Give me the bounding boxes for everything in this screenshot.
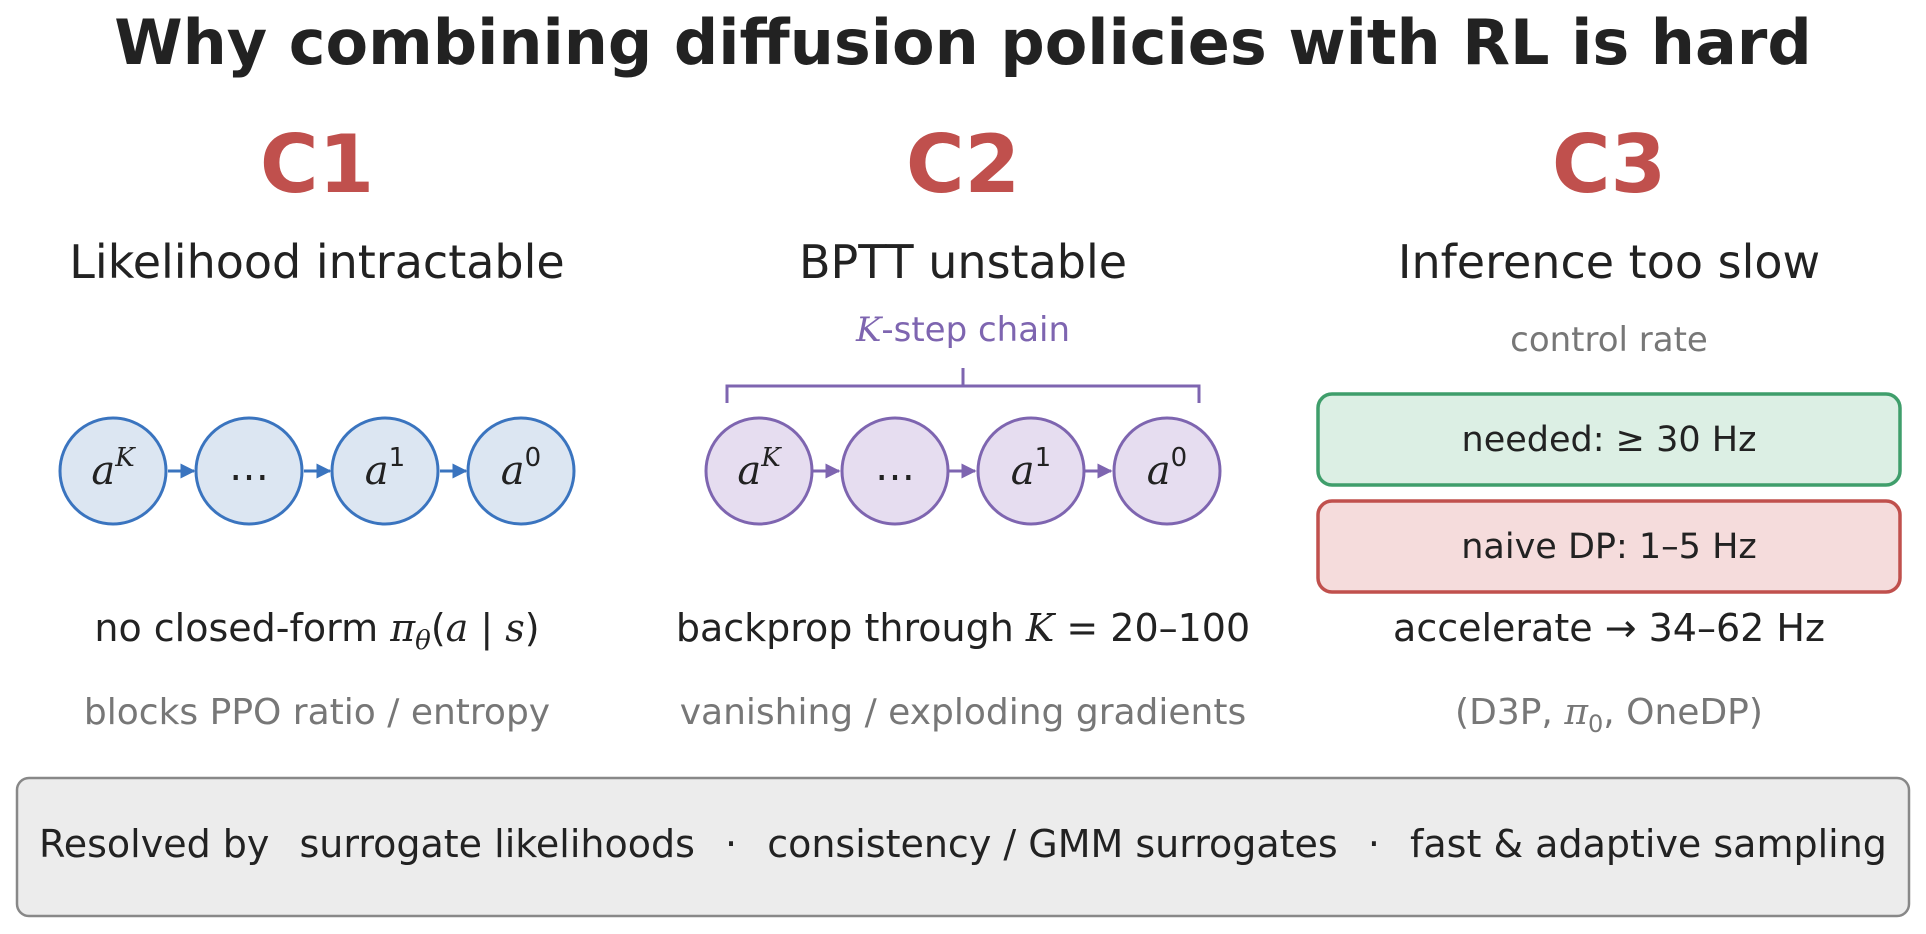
- chain-node: [840, 416, 950, 526]
- resolution-banner: Resolved by surrogate likelihoods · cons…: [15, 776, 1911, 918]
- banner-text: Resolved by surrogate likelihoods · cons…: [39, 822, 1887, 866]
- column-c3: C3 Inference too slow control rate neede…: [1316, 118, 1902, 738]
- node-label-a1: a1: [1011, 443, 1051, 494]
- challenge-code-c3: C3: [1552, 118, 1666, 211]
- node-label-a0: a0: [501, 443, 541, 494]
- statement-c3: accelerate → 34–62 Hz: [1393, 606, 1825, 650]
- challenge-code-c1: C1: [260, 118, 374, 211]
- banner-item-surrogate-likelihoods: surrogate likelihoods: [300, 822, 695, 866]
- node-label-a1: a1: [365, 443, 405, 494]
- statement-c1: no closed-form πθ(a | s): [94, 606, 539, 656]
- chain-node: [58, 416, 168, 526]
- needed-rate-label: needed: ≥ 30 Hz: [1462, 420, 1757, 460]
- chain-node: [704, 416, 814, 526]
- note-c2: vanishing / exploding gradients: [680, 692, 1247, 733]
- column-c2: C2 BPTT unstable K-step chain aK … a1 a0…: [676, 118, 1250, 733]
- naive-rate-label: naive DP: 1–5 Hz: [1461, 527, 1757, 567]
- chain-node: [330, 416, 440, 526]
- control-rate-label: control rate: [1510, 320, 1708, 360]
- banner-separator: ·: [1368, 822, 1380, 866]
- naive-rate-box: [1316, 499, 1902, 594]
- challenge-code-c2: C2: [906, 118, 1020, 211]
- node-label-ak: aK: [737, 443, 782, 494]
- note-c3: (D3P, π0, OneDP): [1455, 692, 1763, 738]
- banner-item-fast-sampling: fast & adaptive sampling: [1410, 822, 1887, 866]
- statement-c2: backprop through K = 20–100: [676, 606, 1250, 650]
- chain-node: [466, 416, 576, 526]
- node-label-ellipsis: …: [875, 444, 915, 490]
- banner-box: [15, 776, 1911, 918]
- column-c1: C1 Likelihood intractable aK … a1 a0 no …: [58, 118, 576, 733]
- banner-item-consistency-gmm: consistency / GMM surrogates: [767, 822, 1338, 866]
- chain-node: [194, 416, 304, 526]
- node-label-ellipsis: …: [229, 444, 269, 490]
- chain-label-c2: K-step chain: [855, 310, 1070, 350]
- challenge-heading-c3: Inference too slow: [1398, 235, 1820, 289]
- chain-c1: aK … a1 a0: [58, 416, 576, 526]
- challenge-heading-c1: Likelihood intractable: [69, 235, 564, 289]
- banner-prefix: Resolved by: [39, 822, 269, 866]
- chain-c2: aK … a1 a0: [704, 416, 1222, 526]
- chain-node: [976, 416, 1086, 526]
- chain-node: [1112, 416, 1222, 526]
- challenge-heading-c2: BPTT unstable: [799, 235, 1127, 289]
- node-label-a0: a0: [1147, 443, 1187, 494]
- note-c1: blocks PPO ratio / entropy: [84, 692, 550, 733]
- needed-rate-box: [1316, 392, 1902, 487]
- chain-bracket: [725, 368, 1201, 403]
- diagram-title: Why combining diffusion policies with RL…: [114, 6, 1812, 79]
- node-label-ak: aK: [91, 443, 136, 494]
- banner-separator: ·: [725, 822, 737, 866]
